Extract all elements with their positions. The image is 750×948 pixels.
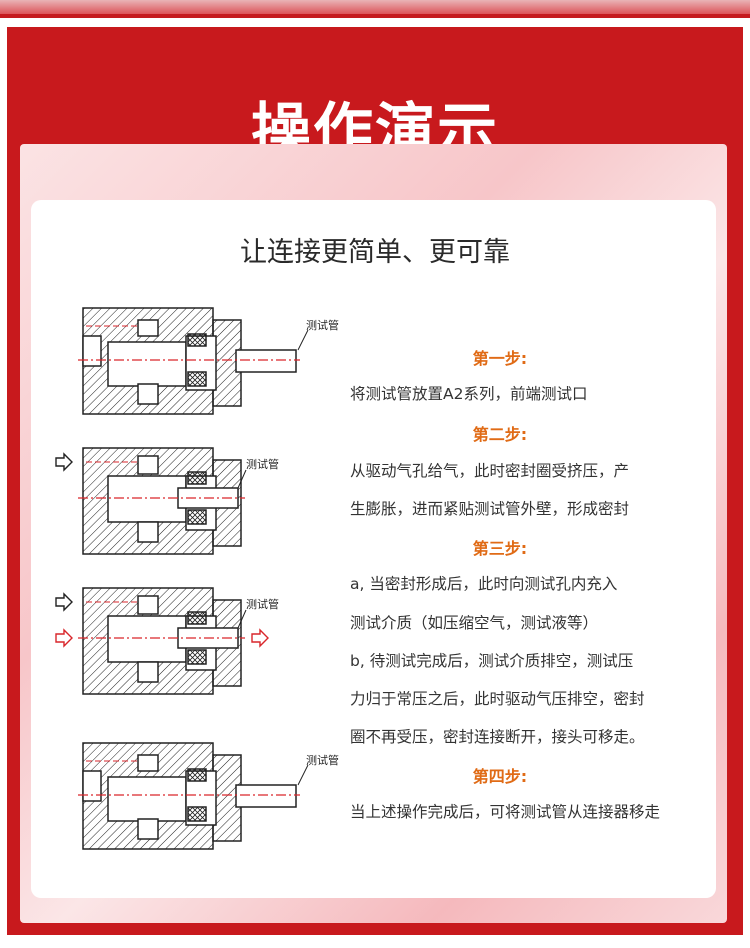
step3-line2: 测试介质（如压缩空气，测试液等） <box>350 614 599 632</box>
step3-line4: 力归于常压之后，此时驱动气压排空，密封 <box>350 690 645 708</box>
tube-label: 测试管 <box>306 753 339 767</box>
step4-line1: 当上述操作完成后，可将测试管从连接器移走 <box>350 803 661 821</box>
connector-diagram-step1: 测试管 <box>78 307 339 415</box>
air-inlet-arrow-icon <box>55 452 73 472</box>
air-inlet-arrow-icon <box>55 592 73 612</box>
step1-line1: 将测试管放置A2系列，前端测试口 <box>350 385 588 403</box>
step3-line1: a, 当密封形成后，此时向测试孔内充入 <box>350 575 618 593</box>
card-subtitle: 让连接更简单、更可靠 <box>240 237 510 268</box>
tube-label: 测试管 <box>306 318 339 332</box>
step2-line2: 生膨胀，进而紧贴测试管外壁，形成密封 <box>350 500 630 518</box>
step2-line1: 从驱动气孔给气，此时密封圈受挤压，产 <box>350 462 630 480</box>
step4-title: 第四步: <box>472 767 528 786</box>
connector-diagram-step4: 测试管 <box>78 742 339 850</box>
medium-inlet-arrow-icon <box>55 628 73 648</box>
step2-title: 第二步: <box>472 425 528 444</box>
step3-line5: 圈不再受压，密封连接断开，接头可移走。 <box>350 728 645 746</box>
tube-label: 测试管 <box>246 457 279 471</box>
connector-diagram-step2: 测试管 <box>55 447 279 555</box>
step3-title: 第三步: <box>472 539 528 558</box>
tube-label: 测试管 <box>246 597 279 611</box>
step3-line3: b, 待测试完成后，测试介质排空，测试压 <box>350 652 634 670</box>
step1-title: 第一步: <box>472 349 528 368</box>
medium-outlet-arrow-icon <box>251 628 269 648</box>
top-decor-strip <box>0 0 750 18</box>
connector-diagram-step3: 测试管 <box>55 587 279 695</box>
